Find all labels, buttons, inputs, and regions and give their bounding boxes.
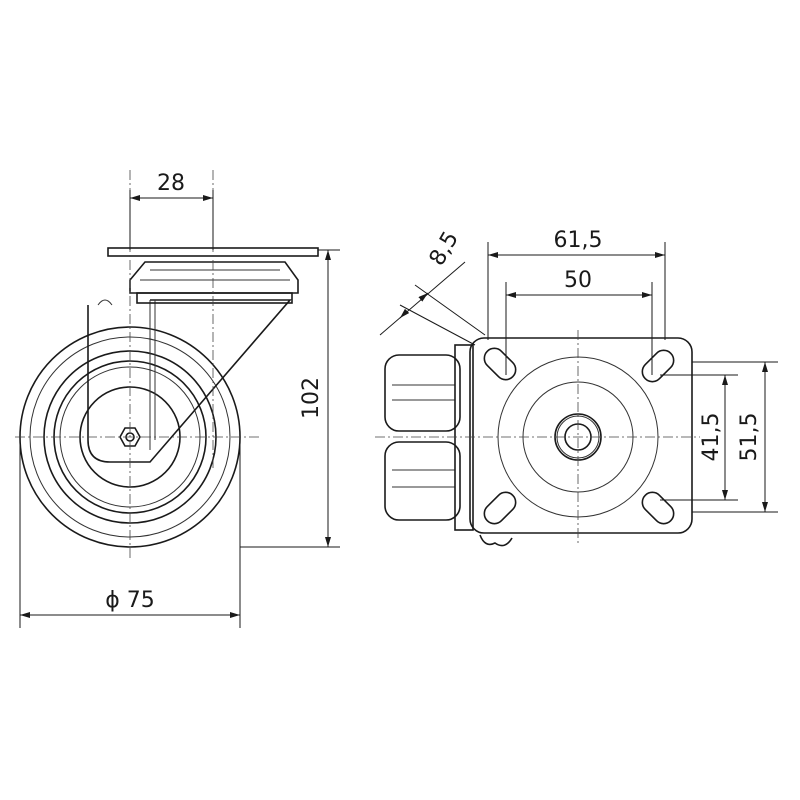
dimension-51-5: 51,5 bbox=[692, 361, 778, 513]
top-view: 61,5 50 8,5 41,5 51,5 bbox=[375, 227, 778, 547]
side-view: 28 102 ϕ 75 bbox=[15, 170, 340, 628]
dim-label-diameter-75: ϕ 75 bbox=[105, 588, 155, 613]
dim-label-50: 50 bbox=[564, 268, 592, 293]
dimension-102: 102 bbox=[240, 249, 340, 548]
dim-label-28: 28 bbox=[157, 171, 185, 196]
dim-label-61-5: 61,5 bbox=[554, 228, 603, 253]
mounting-slots bbox=[483, 347, 675, 525]
dimension-61-5: 61,5 bbox=[487, 228, 666, 340]
fork bbox=[87, 299, 292, 463]
dim-label-8-5: 8,5 bbox=[425, 227, 464, 270]
dimension-50: 50 bbox=[505, 268, 653, 375]
mounting-plate bbox=[469, 337, 693, 534]
swivel-head bbox=[129, 261, 299, 304]
dimension-41-5: 41,5 bbox=[660, 374, 738, 501]
dim-label-102: 102 bbox=[299, 377, 324, 419]
dimension-28: 28 bbox=[129, 171, 214, 250]
dimension-8-5: 8,5 bbox=[379, 227, 486, 346]
wheels-top bbox=[384, 344, 474, 531]
dim-label-41-5: 41,5 bbox=[699, 413, 724, 462]
dimension-diameter-75: ϕ 75 bbox=[19, 440, 241, 628]
dim-label-51-5: 51,5 bbox=[737, 413, 762, 462]
